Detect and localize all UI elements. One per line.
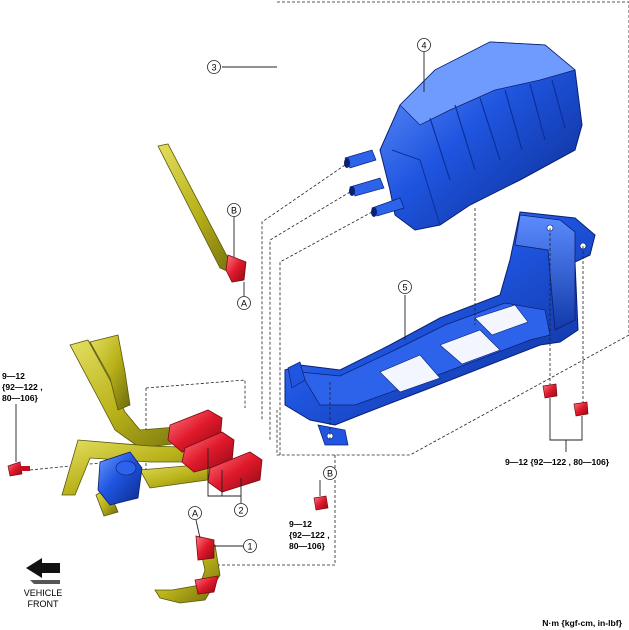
callout-B-top: B [231,206,237,216]
bolt-right-1 [542,383,558,399]
vehicle-front-line-1: VEHICLE [24,588,63,598]
callout-2: 2 [238,506,243,516]
torque-right: 9—12 {92—122 , 80—106} [505,457,610,467]
torque-bracket-line-1: 9—12 [289,519,312,529]
callout-circle-4 [417,38,431,52]
hose-clip-lower [195,535,215,561]
charcoal-canister [344,41,583,231]
assembly-frame [276,1,629,456]
leader-A-bottom [195,519,201,539]
callout-A-top: A [241,299,247,309]
callout-A-bottom: A [192,509,198,519]
callout-circle-B-bottom [323,466,337,480]
torque-left-line-1: 9—12 [2,371,25,381]
vent-hose-lower [154,535,221,604]
bolt-left [7,461,30,477]
canister-bracket [284,211,596,446]
callout-4: 4 [421,41,426,51]
vehicle-front-arrow-icon [26,558,60,584]
callout-circle-2 [234,503,248,517]
torque-left-line-2: {92—122 , [2,382,43,392]
hose-clip-upper [225,254,247,283]
callout-5: 5 [402,283,407,293]
callout-circle-A-top [237,296,251,310]
callout-B-bottom: B [327,469,333,479]
leader-2 [207,448,242,503]
callout-1: 1 [247,542,252,552]
callout-3: 3 [211,63,216,73]
callout-circle-1 [243,539,257,553]
torque-bracket-line-3: 80—106} [289,541,325,551]
callout-circle-B-top [227,203,241,217]
callout-circle-5 [398,280,412,294]
guide-line-left-bolt [29,461,111,471]
callout-circle-A-bottom [188,506,202,520]
vehicle-front-line-2: FRONT [28,599,59,609]
bolt-bracket [313,495,329,511]
bolt-right-2 [573,401,589,417]
torque-units: N·m {kgf-cm, in-lbf} [542,618,622,628]
callout-circle-3 [207,60,221,74]
leader-torque-right [549,398,583,452]
guide-line-4 [145,379,246,408]
purge-valve [97,451,143,506]
guide-line-1 [261,164,346,420]
evap-hose-assembly [61,334,263,517]
guide-line-2 [269,191,351,440]
torque-left-line-3: 80—106} [2,393,38,403]
vent-hose-upper [157,143,247,283]
torque-bracket-line-2: {92—122 , [289,530,330,540]
